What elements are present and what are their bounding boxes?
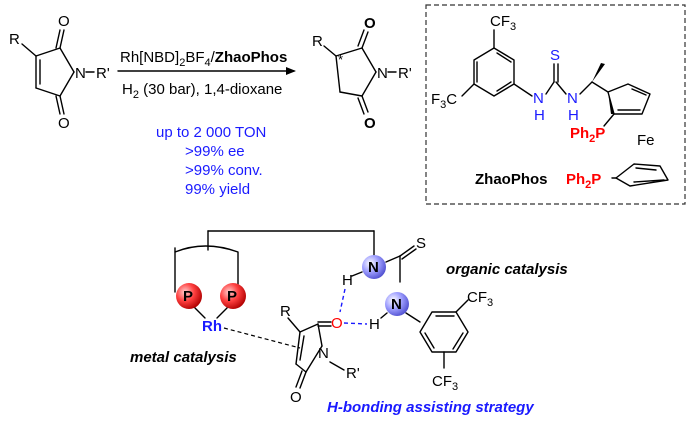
mech-cf3-top: CF3 [467, 289, 493, 309]
substrate-r-prime: R' [96, 65, 110, 82]
product-stereocenter: * [338, 52, 343, 67]
result-ton: up to 2 000 TON [156, 124, 266, 141]
product-o-top: O [364, 15, 376, 32]
substrate-molecule: R O O N R' [9, 13, 110, 132]
product-o-bottom: O [364, 115, 376, 132]
ligand-name: ZhaoPhos [475, 171, 548, 188]
ligand-h1: H [534, 107, 545, 124]
mech-p-left: P [183, 288, 193, 305]
ligand-s: S [550, 47, 560, 64]
mech-p-right-sphere [220, 283, 246, 309]
product-r-prime: R' [398, 65, 412, 82]
ligand-n1: N [533, 90, 544, 107]
product-n: N [377, 65, 388, 82]
mechanism-diagram: P P Rh N H S N H O N R' [130, 230, 568, 416]
mech-o-ring: O [290, 389, 302, 406]
ligand-cf3-top: CF3 [490, 13, 516, 33]
mech-h-mid: H [369, 316, 380, 333]
mech-n-ring: N [318, 345, 329, 362]
conditions-line-1: Rh[NBD]2BF4/ZhaoPhos [120, 49, 287, 69]
mech-s: S [416, 235, 426, 252]
substrate-r: R [9, 31, 20, 48]
product-molecule: R * O O N R' [312, 15, 412, 132]
substrate-o-top: O [58, 13, 70, 30]
result-conversion: >99% conv. [185, 162, 263, 179]
mech-n-top-sphere [362, 255, 386, 279]
ligand-cf3-left: F3C [431, 91, 457, 111]
result-yield: 99% yield [185, 181, 250, 198]
mech-r-prime: R' [346, 365, 360, 382]
label-h-bonding-strategy: H-bonding assisting strategy [327, 399, 534, 416]
ligand-box [425, 4, 686, 205]
result-ee: >99% ee [185, 143, 245, 160]
substrate-n: N [75, 65, 86, 82]
label-organic-catalysis: organic catalysis [446, 261, 568, 278]
conditions-line-2: H2 (30 bar), 1,4-dioxane [122, 81, 282, 101]
label-metal-catalysis: metal catalysis [130, 349, 237, 366]
mech-n-mid: N [391, 296, 402, 313]
mech-p-left-sphere [176, 283, 202, 309]
ligand-pph2-top: Ph2P [570, 125, 605, 145]
mech-n-top: N [368, 259, 379, 276]
substrate-o-bottom: O [58, 115, 70, 132]
mech-n-mid-sphere [385, 292, 409, 316]
product-r: R [312, 33, 323, 50]
mech-p-right: P [227, 288, 237, 305]
reaction-arrow [117, 67, 296, 75]
results-list: up to 2 000 TON >99% ee >99% conv. 99% y… [156, 124, 266, 198]
mech-cf3-bottom: CF3 [432, 373, 458, 393]
mech-r: R [280, 303, 291, 320]
ligand-n2: N [567, 90, 578, 107]
ligand-pph2-bottom: Ph2P [566, 171, 601, 191]
zhaophos-structure: CF3 F3C N H S N H Ph2P Fe Ph2P [431, 13, 669, 191]
mech-rh: Rh [202, 318, 222, 335]
ligand-h2: H [568, 107, 579, 124]
mech-h-top: H [342, 272, 353, 289]
mech-o: O [331, 315, 343, 332]
ligand-fe: Fe [637, 132, 655, 149]
